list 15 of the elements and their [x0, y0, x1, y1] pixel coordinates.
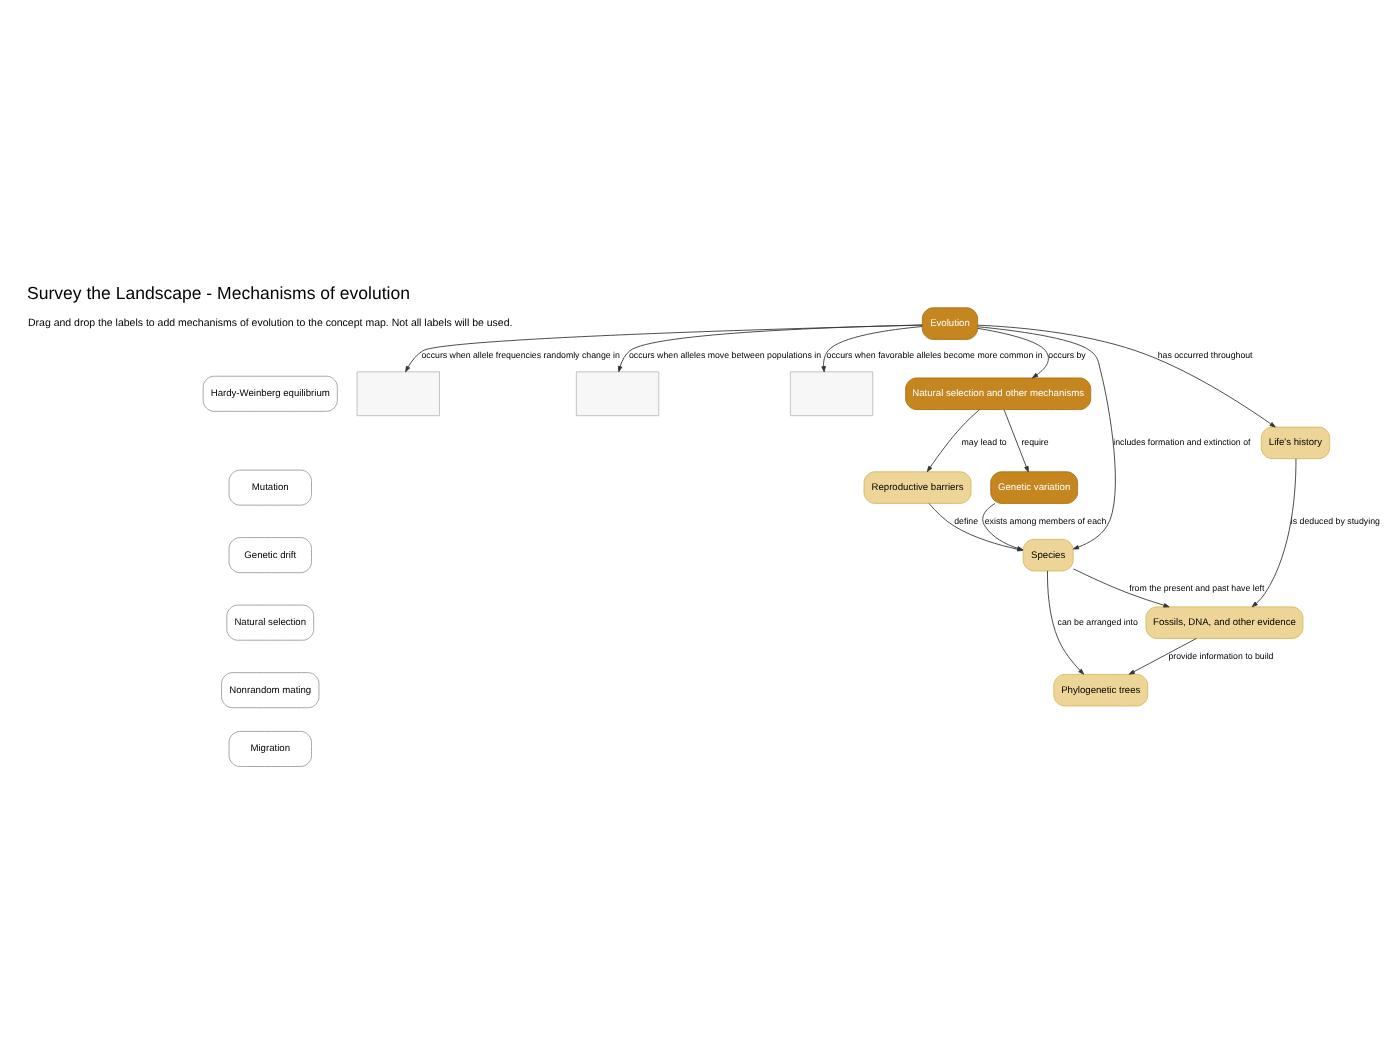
arrow	[977, 327, 1049, 379]
arrow	[1003, 409, 1029, 473]
arrow	[1128, 638, 1197, 675]
diagram-title: Survey the Landscape - Mechanisms of evolution	[27, 283, 411, 304]
arrow	[617, 324, 923, 373]
arrow	[1073, 568, 1170, 608]
arrow	[1251, 458, 1297, 608]
arrow	[405, 324, 923, 373]
arrow	[1047, 570, 1085, 675]
node-box	[356, 371, 440, 417]
node-box	[789, 371, 874, 417]
arrow	[977, 324, 1276, 428]
node-box	[575, 371, 660, 417]
arrow	[821, 326, 923, 373]
arrow	[926, 409, 980, 472]
